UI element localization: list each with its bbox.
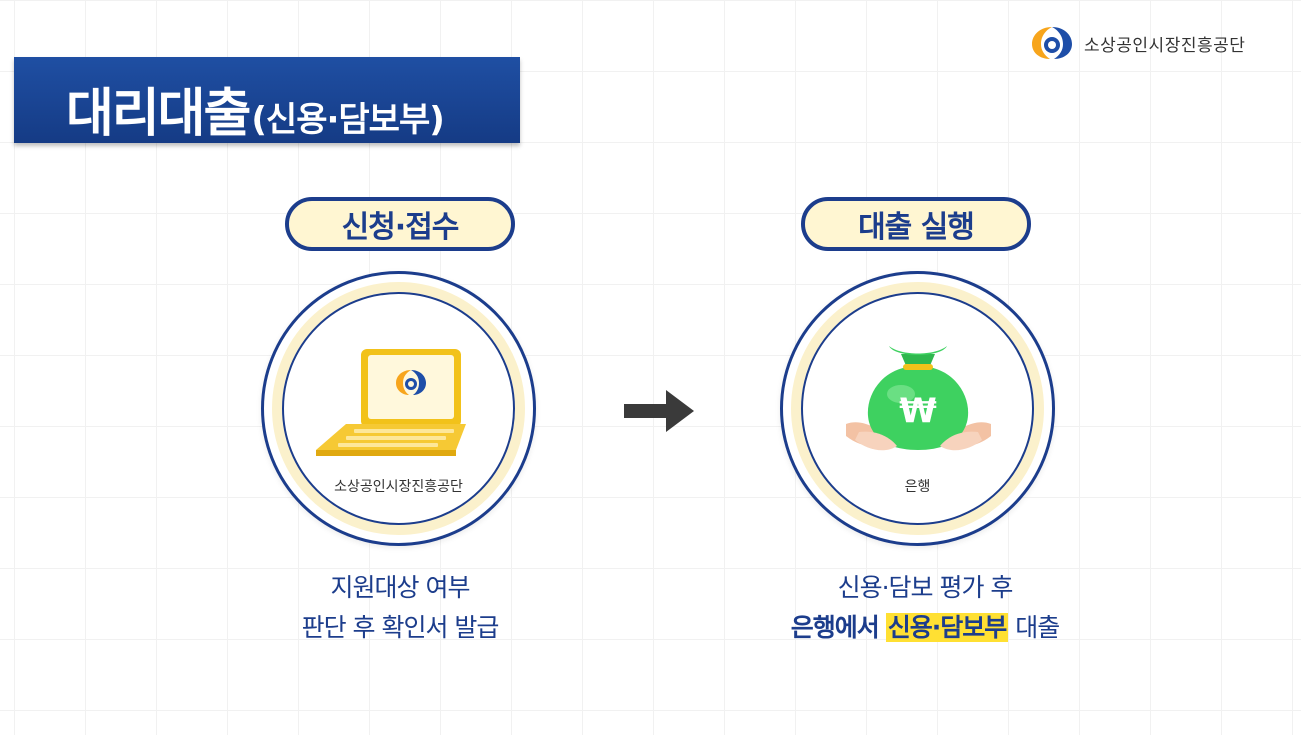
step-description-execute-line1: 신용·담보 평가 후: [837, 573, 1014, 602]
step-circle-execute: ₩ 은행: [780, 271, 1055, 546]
svg-text:₩: ₩: [899, 391, 937, 431]
money-bag-icon: ₩: [841, 336, 996, 466]
step-description-apply: 지원대상 여부 판단 후 확인서 발급: [250, 568, 550, 648]
step-description-execute: 신용·담보 평가 후 은행에서 신용·담보부 대출: [720, 568, 1130, 648]
step-description-apply-line2: 판단 후 확인서 발급: [301, 613, 500, 642]
step-caption-apply: 소상공인시장진흥공단: [334, 479, 463, 495]
laptop-icon: [306, 344, 486, 464]
brand-logo: 소상공인시장진흥공단: [1030, 25, 1245, 61]
step-label-execute: 대출 실행: [801, 197, 1031, 251]
page-title-main: 대리대출: [66, 84, 251, 144]
desc-suffix: 대출: [1015, 613, 1060, 642]
right-arrow-icon: [624, 390, 694, 432]
brand-emblem-icon: [1032, 27, 1072, 59]
step-circle-apply: 소상공인시장진흥공단: [261, 271, 536, 546]
step-caption-execute: 은행: [904, 479, 931, 495]
title-banner: 대리대출 (신용·담보부): [14, 57, 520, 144]
step-description-apply-line1: 지원대상 여부: [330, 573, 471, 602]
desc-prefix: 은행에서: [790, 613, 880, 642]
page-title: 대리대출 (신용·담보부): [66, 57, 445, 144]
step-description-execute-line2: 은행에서 신용·담보부 대출: [720, 608, 1130, 648]
brand-name: 소상공인시장진흥공단: [1084, 35, 1246, 56]
page-title-sub: (신용·담보부): [251, 100, 444, 140]
step-label-apply: 신청·접수: [285, 197, 515, 251]
desc-highlight: 신용·담보부: [885, 613, 1009, 642]
